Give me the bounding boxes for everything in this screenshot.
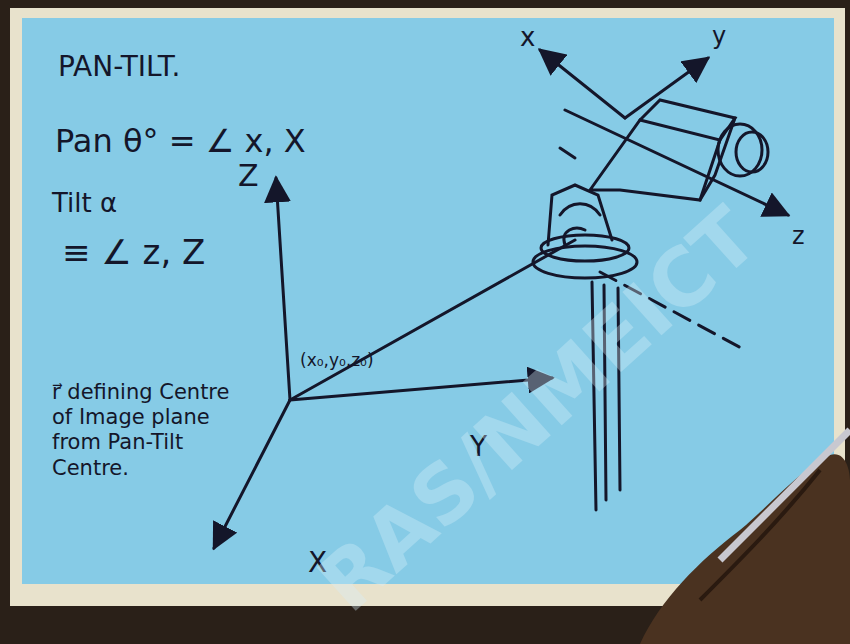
camera-z-axis [565,110,788,215]
axis-label: y [712,22,726,51]
axis-label: Z [238,158,259,194]
z-axis [276,178,290,400]
hand [640,430,850,644]
title: PAN-TILT. [58,50,181,84]
camera-x-axis [540,50,625,118]
pan-formula: Pan θ° = ∠ x, X [55,122,306,160]
coordinate-label: (x₀,y₀,z₀) [300,350,374,370]
note: r⃗ defining Centre of Image plane from P… [52,380,252,481]
x-axis [214,400,290,548]
tilt-label: Tilt α [52,188,117,219]
tick-mark [560,148,575,158]
axis-label: z [792,222,805,251]
tilt-formula: ≡ ∠ z, Z [62,232,205,273]
axis-label: x [520,22,535,53]
camera-y-axis [625,58,708,118]
